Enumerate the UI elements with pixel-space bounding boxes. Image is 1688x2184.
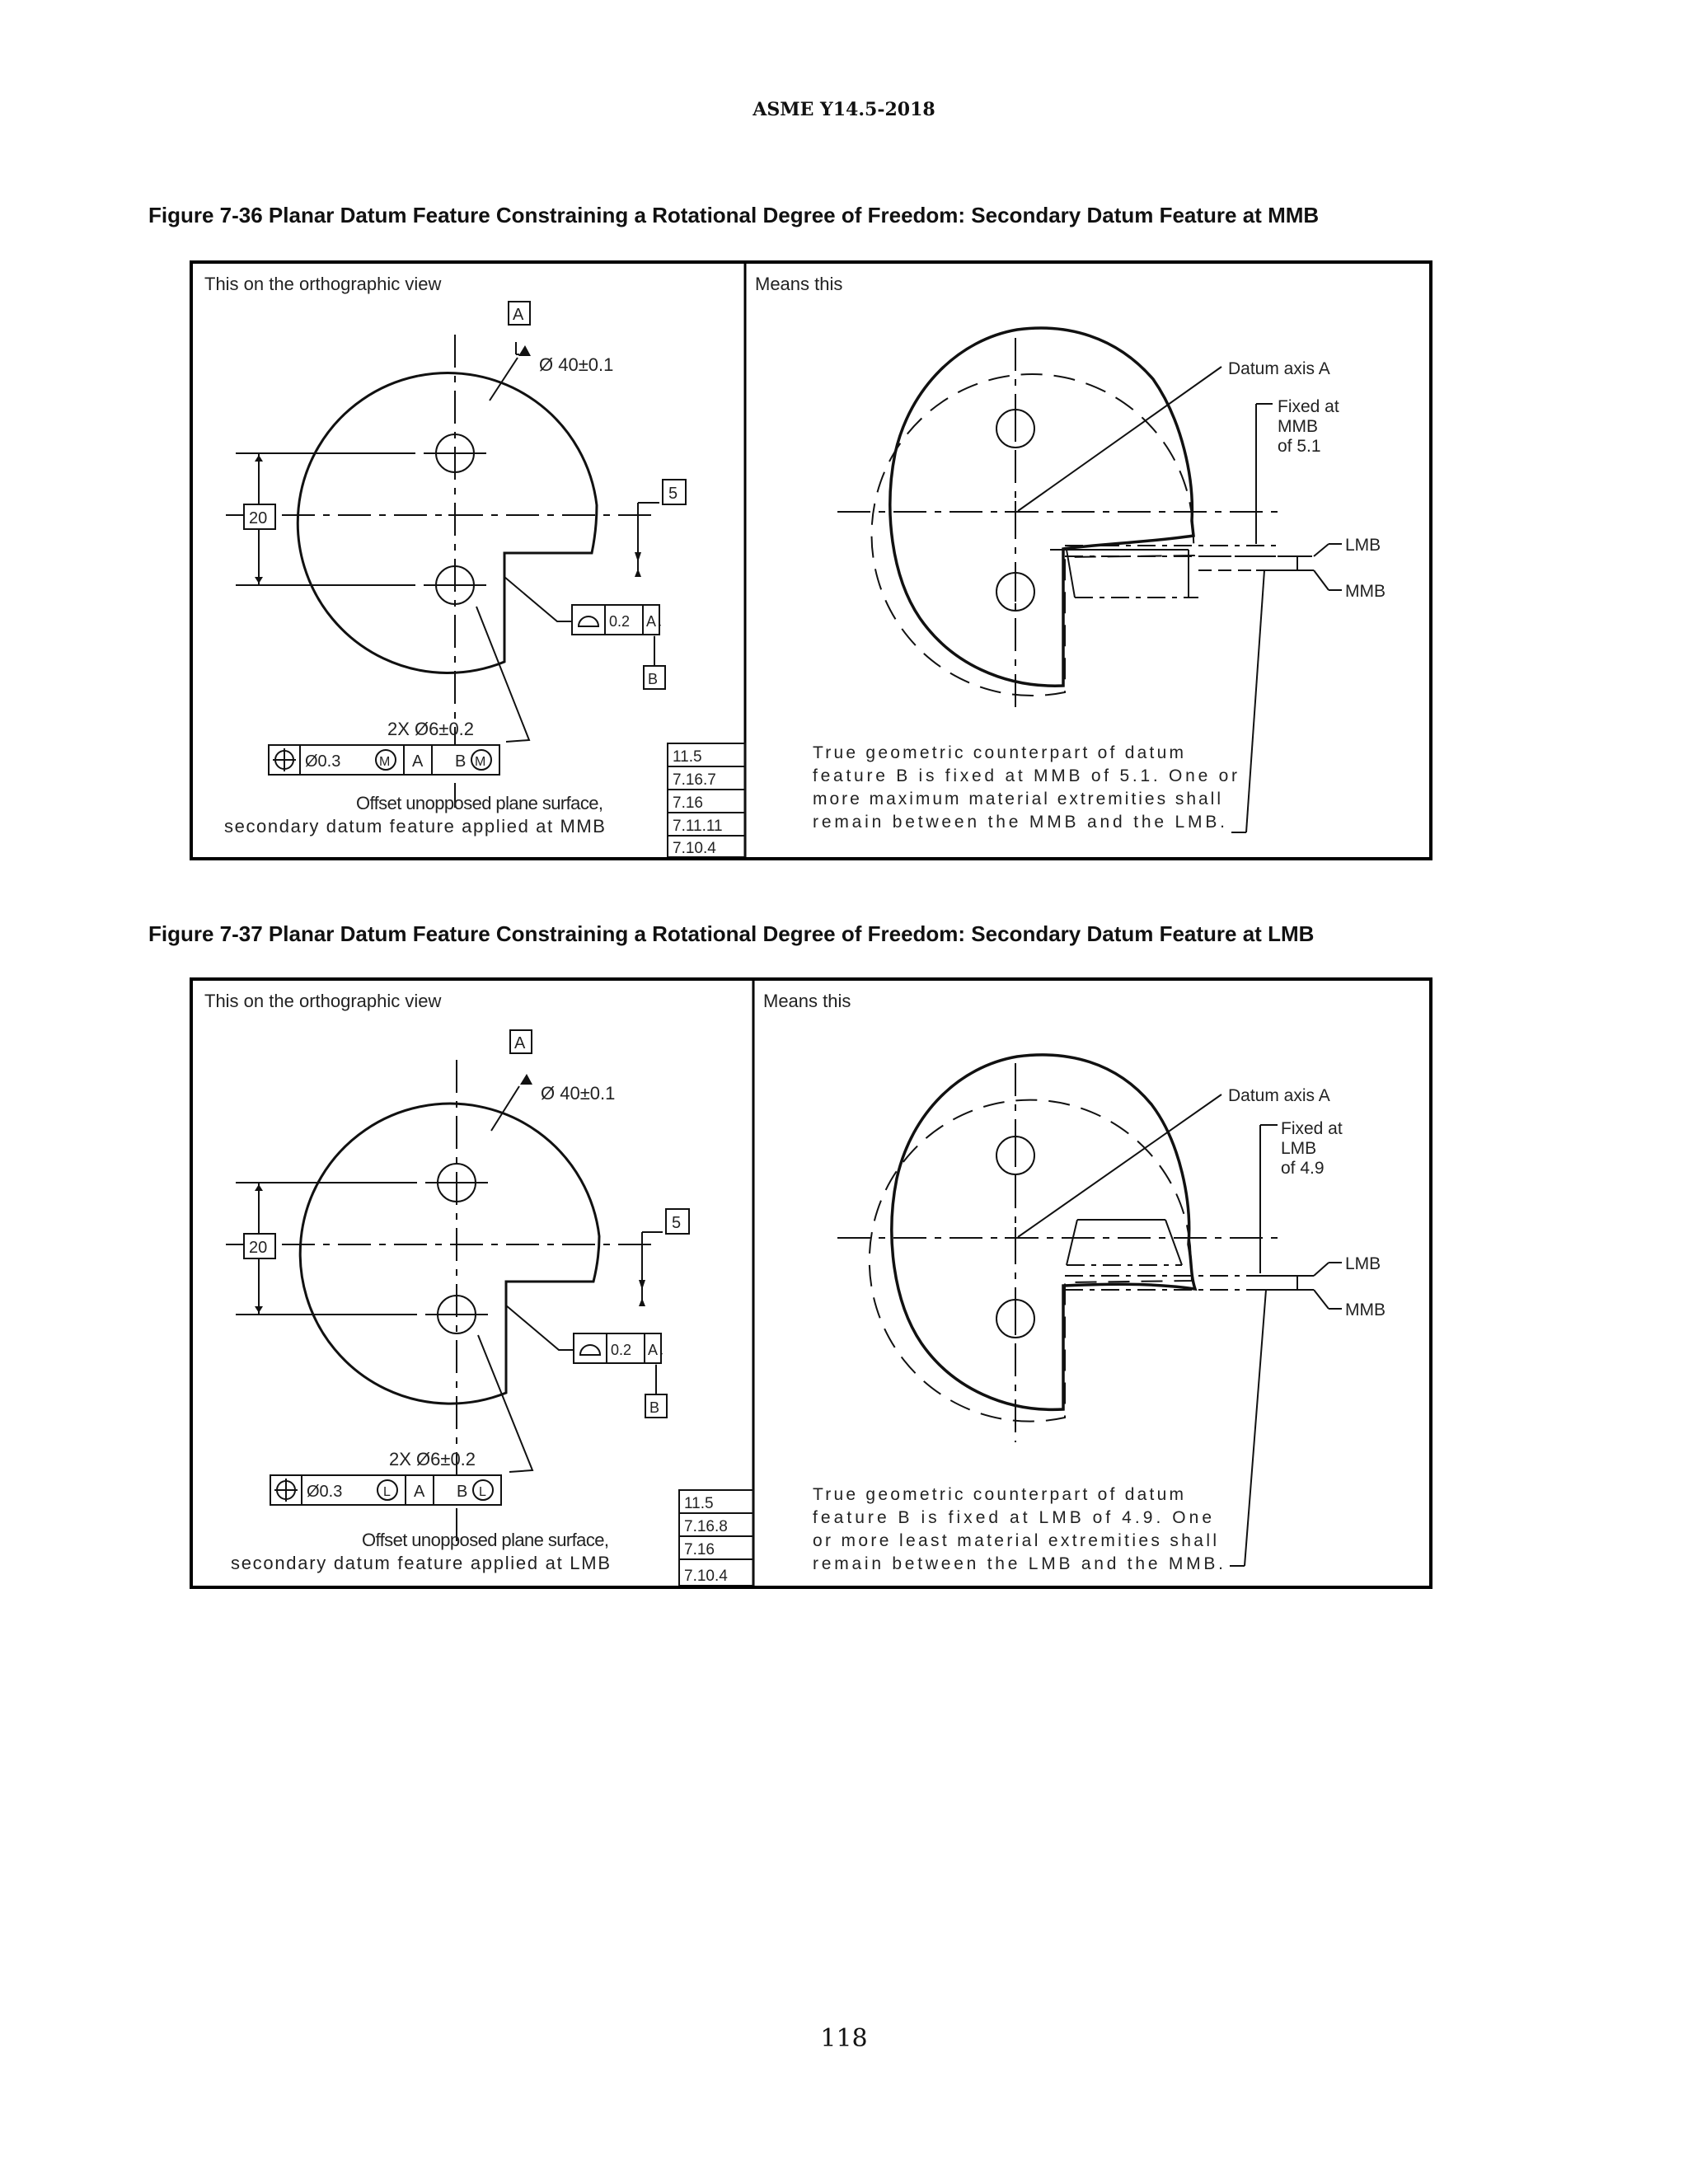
holes-note: 2X Ø6±0.2 xyxy=(387,719,474,739)
diameter-dimension: Ø 40±0.1 xyxy=(541,1083,615,1104)
explanation-line-2: feature B is fixed at LMB of 4.9. One xyxy=(813,1508,1212,1527)
caption-line-1: Offset unopposed plane surface, xyxy=(362,1530,609,1550)
datum-b-label: B xyxy=(648,671,658,687)
reference-1: 11.5 xyxy=(673,748,702,766)
actual-part-outline xyxy=(890,1053,1198,1412)
fixed-at-line-2: LMB xyxy=(1281,1139,1316,1158)
fixed-at-line-3: of 5.1 xyxy=(1278,437,1321,456)
explanation-line-3: or more least material extremities shall xyxy=(813,1531,1217,1550)
datum-axis-label: Datum axis A xyxy=(1228,1086,1330,1105)
position-modifier: M xyxy=(379,755,390,769)
datum-axis-label: Datum axis A xyxy=(1228,359,1330,378)
part-outline xyxy=(298,1102,601,1405)
mmb-label: MMB xyxy=(1345,1301,1386,1319)
standard-header: ASME Y14.5-2018 xyxy=(753,99,935,120)
explanation-line-4: remain between the LMB and the MMB. xyxy=(813,1554,1223,1573)
caption-line-1: Offset unopposed plane surface, xyxy=(356,793,603,813)
part-outline xyxy=(296,372,598,674)
datum-a-label: A xyxy=(513,306,524,324)
explanation-line-1: True geometric counterpart of datum xyxy=(813,743,1184,762)
position-datum-b: B xyxy=(457,1483,467,1501)
position-datum-a: A xyxy=(414,1483,425,1501)
profile-tolerance: 0.2 xyxy=(611,1342,631,1358)
reference-1: 11.5 xyxy=(684,1495,714,1512)
left-panel-label: This on the orthographic view xyxy=(204,991,441,1011)
position-datum-b-modifier: L xyxy=(479,1485,486,1499)
position-datum-b-modifier: M xyxy=(475,755,485,769)
reference-table xyxy=(678,1489,754,1586)
fixed-at-line-1: Fixed at xyxy=(1281,1119,1343,1138)
diameter-dimension: Ø 40±0.1 xyxy=(539,354,613,375)
basic-dimension-5: 5 xyxy=(668,485,678,503)
caption-line-2: secondary datum feature applied at LMB xyxy=(231,1553,610,1573)
left-panel-label: This on the orthographic view xyxy=(204,274,441,294)
explanation-line-3: more maximum material extremities shall xyxy=(813,790,1221,808)
fixed-at-line-3: of 4.9 xyxy=(1281,1159,1325,1178)
figure-7-37-panel: This on the orthographic view Means this… xyxy=(190,977,1432,1589)
position-datum-a: A xyxy=(412,752,424,771)
lmb-label: LMB xyxy=(1345,1254,1381,1273)
right-panel-label: Means this xyxy=(755,274,842,294)
position-tolerance: Ø0.3 xyxy=(305,752,340,771)
figure-7-37-title: Figure 7-37 Planar Datum Feature Constra… xyxy=(148,921,1315,946)
holes-note: 2X Ø6±0.2 xyxy=(389,1449,476,1469)
reference-2: 7.16.8 xyxy=(684,1518,728,1535)
datum-b-label: B xyxy=(649,1399,659,1416)
explanation-line-4: remain between the MMB and the LMB. xyxy=(813,813,1225,832)
profile-icon xyxy=(577,616,600,627)
fixed-at-line-2: MMB xyxy=(1278,417,1318,436)
dimension-20: 20 xyxy=(249,509,267,527)
profile-datum: A xyxy=(648,1342,658,1358)
explanation-line-1: True geometric counterpart of datum xyxy=(813,1485,1184,1504)
profile-tolerance: 0.2 xyxy=(609,613,630,630)
figure-7-37-drawing: This on the orthographic view Means this… xyxy=(204,981,1386,1586)
datum-a-label: A xyxy=(514,1034,526,1052)
position-datum-b: B xyxy=(455,752,466,771)
position-tolerance: Ø0.3 xyxy=(307,1483,342,1501)
profile-icon xyxy=(579,1344,602,1356)
reference-4: 7.11.11 xyxy=(673,818,723,835)
reference-5: 7.10.4 xyxy=(673,840,716,857)
reference-2: 7.16.7 xyxy=(673,771,716,789)
mmb-label: MMB xyxy=(1345,582,1386,601)
figure-7-36-title: Figure 7-36 Planar Datum Feature Constra… xyxy=(148,203,1320,227)
profile-datum: A xyxy=(646,613,656,630)
lmb-label: LMB xyxy=(1345,536,1381,555)
basic-dimension-5: 5 xyxy=(672,1214,681,1232)
actual-part-outline xyxy=(889,326,1195,687)
reference-3: 7.16 xyxy=(684,1541,715,1558)
figure-7-36-panel: This on the orthographic view Means this… xyxy=(190,260,1432,860)
reference-4: 7.10.4 xyxy=(684,1568,728,1585)
right-panel-label: Means this xyxy=(763,991,851,1011)
figure-7-36-drawing: This on the orthographic view Means this… xyxy=(204,264,1386,857)
reference-3: 7.16 xyxy=(673,794,703,812)
fixed-at-line-1: Fixed at xyxy=(1278,397,1339,416)
page-number: 118 xyxy=(820,2024,868,2053)
dimension-20: 20 xyxy=(249,1239,267,1257)
explanation-line-2: feature B is fixed at MMB of 5.1. One or xyxy=(813,766,1237,785)
caption-line-2: secondary datum feature applied at MMB xyxy=(224,816,605,837)
reference-table xyxy=(667,743,746,857)
position-modifier: L xyxy=(383,1485,391,1499)
